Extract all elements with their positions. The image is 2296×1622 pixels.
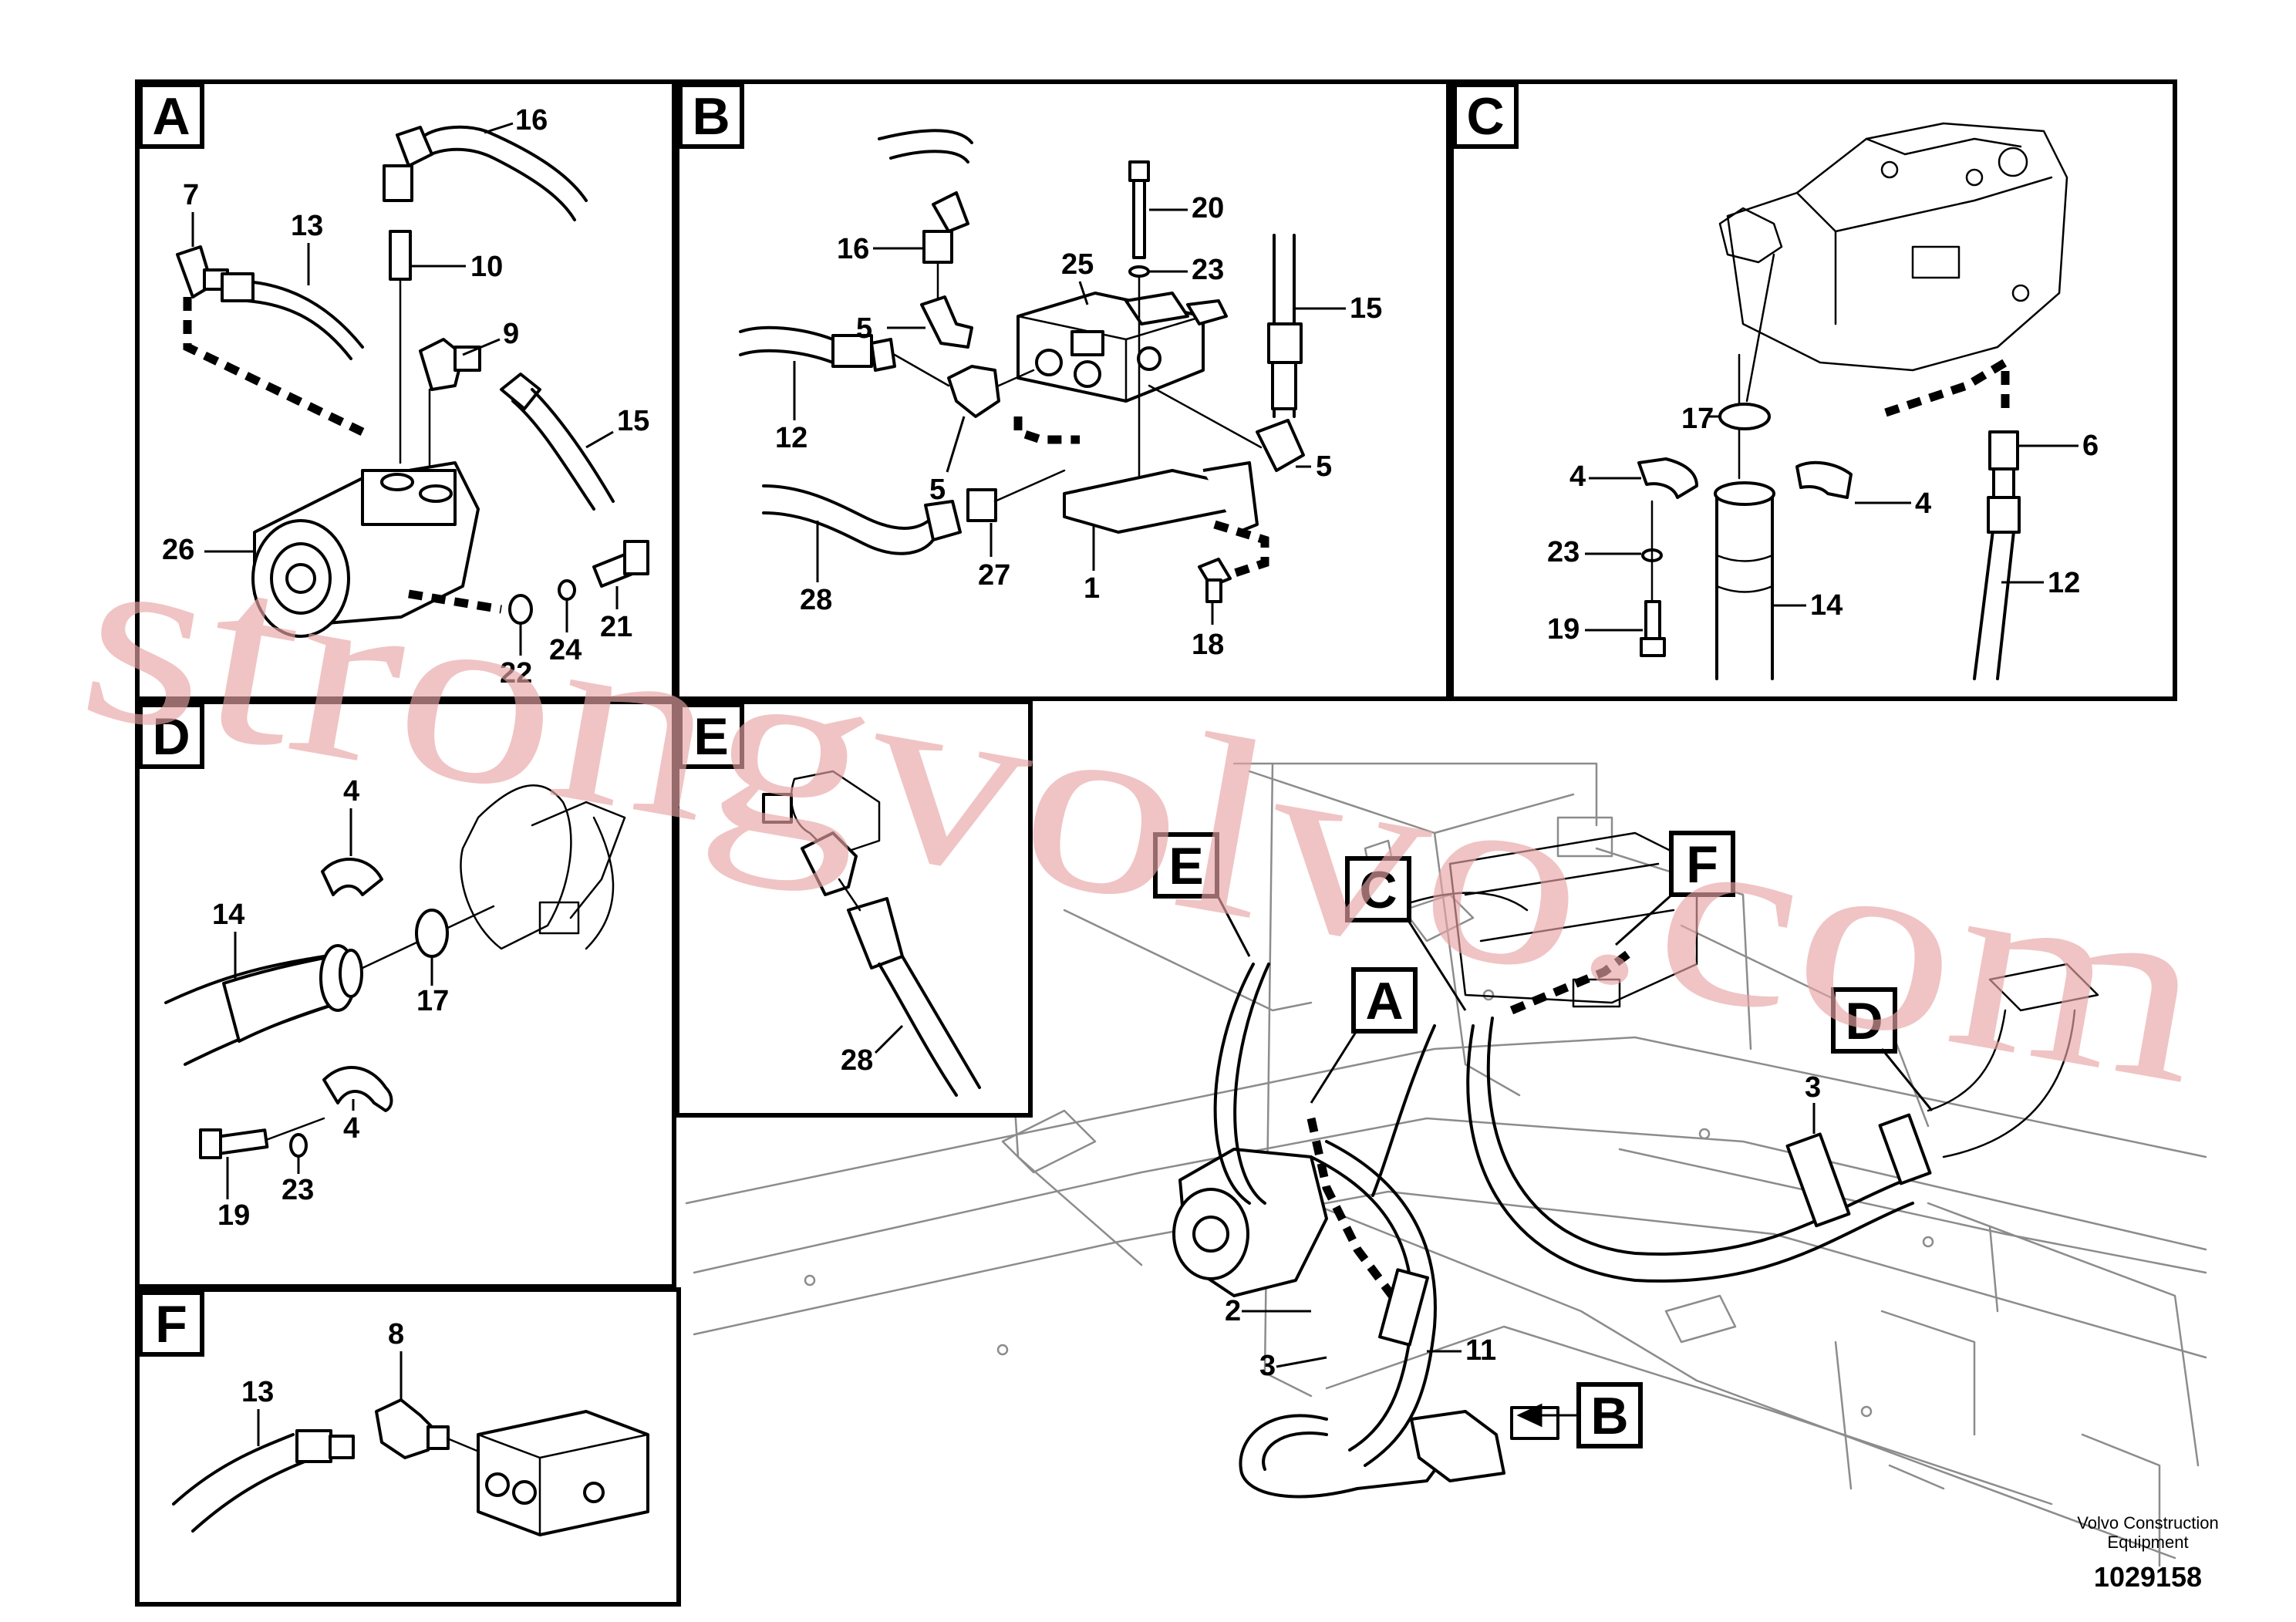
svg-text:D: D	[1845, 992, 1883, 1050]
svg-text:F: F	[155, 1295, 187, 1354]
svg-text:F: F	[1686, 835, 1718, 894]
callout-b: B	[1516, 1382, 1643, 1448]
svg-text:4: 4	[1569, 460, 1586, 493]
svg-text:22: 22	[500, 657, 532, 690]
svg-text:20: 20	[1192, 192, 1224, 224]
drawing-number: 1029158	[2094, 1561, 2202, 1593]
svg-text:3: 3	[1259, 1350, 1276, 1382]
credit-line-2: Equipment	[2107, 1533, 2188, 1552]
svg-text:A: A	[1365, 972, 1403, 1030]
svg-text:4: 4	[343, 1112, 359, 1145]
svg-text:27: 27	[978, 559, 1010, 592]
svg-text:23: 23	[282, 1174, 314, 1206]
svg-text:16: 16	[837, 233, 869, 265]
svg-text:11: 11	[1465, 1334, 1496, 1367]
panel-f: F 8 13	[135, 1287, 681, 1607]
svg-text:E: E	[1168, 837, 1203, 895]
panel-b: B	[675, 79, 1451, 701]
callout-d: D	[1831, 987, 1934, 1111]
svg-text:25: 25	[1061, 248, 1094, 281]
svg-text:13: 13	[241, 1376, 274, 1408]
svg-text:9: 9	[503, 318, 519, 350]
svg-text:17: 17	[1681, 403, 1714, 435]
svg-text:14: 14	[212, 899, 244, 931]
callout-c: C	[1345, 856, 1467, 1011]
svg-text:D: D	[152, 707, 190, 766]
svg-text:21: 21	[600, 611, 632, 643]
svg-text:8: 8	[388, 1318, 404, 1351]
svg-text:23: 23	[1547, 536, 1580, 568]
overview-callouts: E C F A D B 3	[1153, 831, 1934, 1448]
svg-text:17: 17	[416, 985, 449, 1017]
svg-text:2: 2	[1225, 1295, 1241, 1327]
svg-text:19: 19	[217, 1199, 250, 1232]
svg-text:28: 28	[800, 584, 832, 616]
svg-text:15: 15	[617, 405, 649, 437]
callout-a: A	[1310, 967, 1418, 1104]
svg-text:10: 10	[470, 251, 503, 283]
panel-a: A 16 7	[135, 79, 676, 701]
callout-e: E	[1153, 832, 1251, 957]
svg-text:3: 3	[1805, 1071, 1821, 1104]
svg-text:5: 5	[856, 312, 872, 345]
panel-e: E 28	[675, 700, 1033, 1118]
svg-text:6: 6	[2082, 430, 2099, 462]
svg-text:28: 28	[841, 1044, 873, 1077]
overview-pump	[1172, 1148, 1328, 1297]
svg-text:A: A	[152, 87, 190, 146]
overview-item-labels: 3 2 3 11	[1225, 1071, 1821, 1382]
svg-text:12: 12	[775, 422, 807, 454]
svg-text:1: 1	[1084, 572, 1100, 605]
svg-text:7: 7	[183, 179, 199, 211]
panel-d: D 4 14 17 4 19 23	[135, 700, 676, 1289]
svg-text:C: C	[1466, 87, 1504, 146]
svg-text:C: C	[1359, 861, 1397, 919]
svg-text:5: 5	[1316, 450, 1332, 483]
credit-line-1: Volvo Construction	[2077, 1513, 2218, 1533]
svg-text:13: 13	[291, 210, 323, 242]
svg-text:18: 18	[1192, 629, 1224, 661]
svg-text:16: 16	[515, 104, 548, 137]
svg-text:19: 19	[1547, 613, 1580, 646]
svg-text:B: B	[1590, 1387, 1628, 1445]
svg-text:23: 23	[1192, 254, 1224, 286]
svg-text:12: 12	[2048, 567, 2080, 599]
svg-text:E: E	[693, 707, 728, 766]
svg-text:B: B	[692, 87, 730, 146]
svg-text:14: 14	[1810, 589, 1843, 622]
svg-text:5: 5	[929, 474, 946, 506]
callout-f: F	[1615, 831, 1735, 946]
svg-text:15: 15	[1350, 292, 1382, 325]
panel-c: C 17 6	[1449, 79, 2177, 701]
overview-drawing	[685, 762, 2207, 1567]
svg-text:24: 24	[549, 634, 582, 666]
svg-text:26: 26	[162, 534, 194, 566]
svg-text:4: 4	[1915, 487, 1931, 520]
svg-text:4: 4	[343, 775, 359, 808]
